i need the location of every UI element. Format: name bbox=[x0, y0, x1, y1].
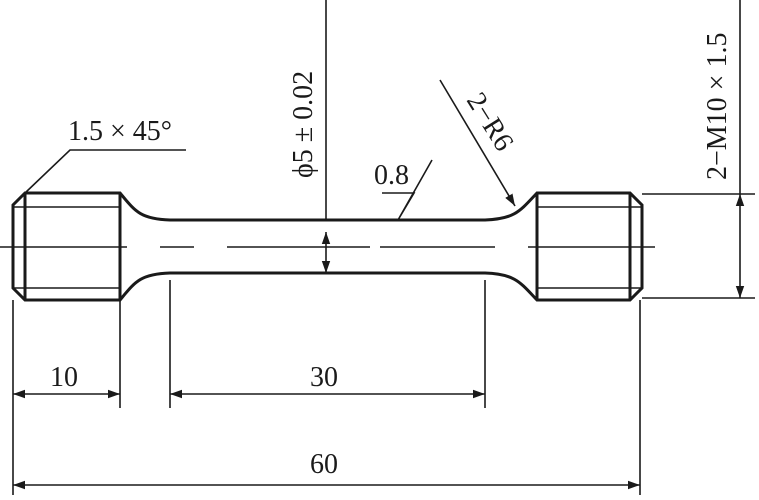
total-length-label: 60 bbox=[310, 449, 338, 480]
surface-roughness-symbol: 0.8 bbox=[374, 159, 433, 221]
diameter-dimension: ϕ5 ± 0.02 bbox=[288, 0, 331, 273]
diameter-label: ϕ5 ± 0.02 bbox=[288, 71, 319, 178]
chamfer-label: 1.5 × 45° bbox=[68, 116, 172, 147]
chamfer-callout: 1.5 × 45° bbox=[24, 116, 186, 194]
fillet-callout: 2−R6 bbox=[439, 79, 519, 207]
gauge-length-label: 30 bbox=[310, 362, 338, 393]
thread-dimension: 2−M10 × 1.5 bbox=[642, 0, 755, 299]
thread-length-dimension: 10 bbox=[13, 362, 120, 399]
thread-length-label: 10 bbox=[50, 362, 78, 393]
roughness-label: 0.8 bbox=[374, 160, 409, 191]
gauge-length-dimension: 30 bbox=[170, 362, 485, 399]
fillet-label: 2−R6 bbox=[460, 87, 519, 156]
thread-spec-label: 2−M10 × 1.5 bbox=[702, 33, 733, 180]
total-length-dimension: 60 bbox=[13, 449, 640, 490]
